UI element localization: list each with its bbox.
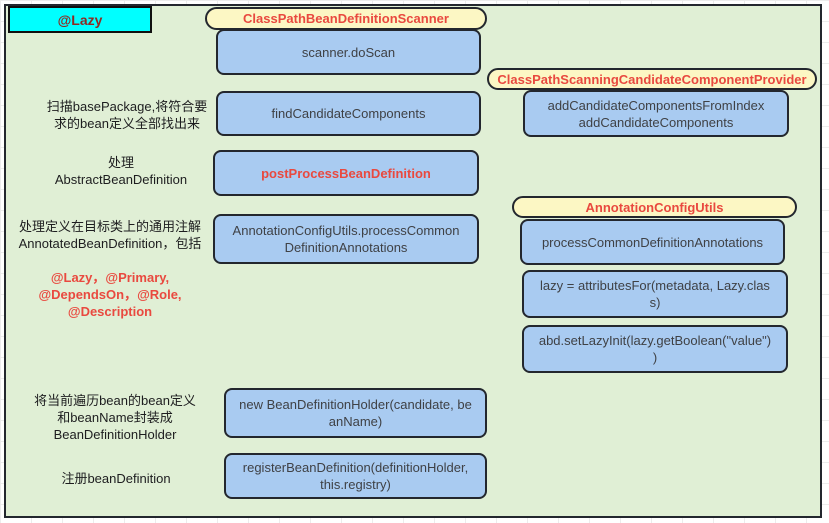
- label-register-bean-definition: 注册beanDefinition: [61, 471, 171, 486]
- label-scan-description: 扫描basePackage,将符合要 求的bean定义全部找出来: [46, 99, 208, 131]
- header-classpath-bean-definition-scanner: ClassPathBeanDefinitionScanner: [205, 7, 487, 30]
- box-process-common-definition-annotations: processCommonDefinitionAnnotations: [520, 219, 785, 265]
- box-lazy-attributes-for: lazy = attributesFor(metadata, Lazy.clas…: [522, 270, 788, 318]
- label-common-annotations-black: 处理定义在目标类上的通用注解 AnnotatedBeanDefinition，包…: [18, 219, 202, 251]
- box-scanner-doscan: scanner.doScan: [216, 29, 481, 75]
- label-common-annotations: 处理定义在目标类上的通用注解 AnnotatedBeanDefinition，包…: [4, 201, 216, 337]
- lazy-annotation-badge: @Lazy: [8, 6, 152, 33]
- label-handle-abstract-bean-definition: 处理 AbstractBeanDefinition: [54, 155, 188, 187]
- header-annotation-config-utils: AnnotationConfigUtils: [512, 196, 797, 218]
- box-find-candidate-components: findCandidateComponents: [216, 91, 481, 136]
- box-annotation-config-utils-process-common-call: AnnotationConfigUtils.processCommon Defi…: [213, 214, 479, 264]
- label-common-annotations-red: @Lazy，@Primary, @DependsOn，@Role, @Descr…: [38, 270, 182, 319]
- box-post-process-bean-definition: postProcessBeanDefinition: [213, 150, 479, 196]
- box-add-candidate-components: addCandidateComponentsFromIndex addCandi…: [523, 90, 789, 137]
- box-set-lazy-init: abd.setLazyInit(lazy.getBoolean("value")…: [522, 325, 788, 373]
- box-register-bean-definition: registerBeanDefinition(definitionHolder,…: [224, 453, 487, 499]
- label-wrap-bean-definition-holder: 将当前遍历bean的bean定义 和beanName封装成 BeanDefini…: [34, 393, 196, 442]
- box-new-bean-definition-holder: new BeanDefinitionHolder(candidate, be a…: [224, 388, 487, 438]
- header-classpath-scanning-candidate-component-provider: ClassPathScanningCandidateComponentProvi…: [487, 68, 817, 90]
